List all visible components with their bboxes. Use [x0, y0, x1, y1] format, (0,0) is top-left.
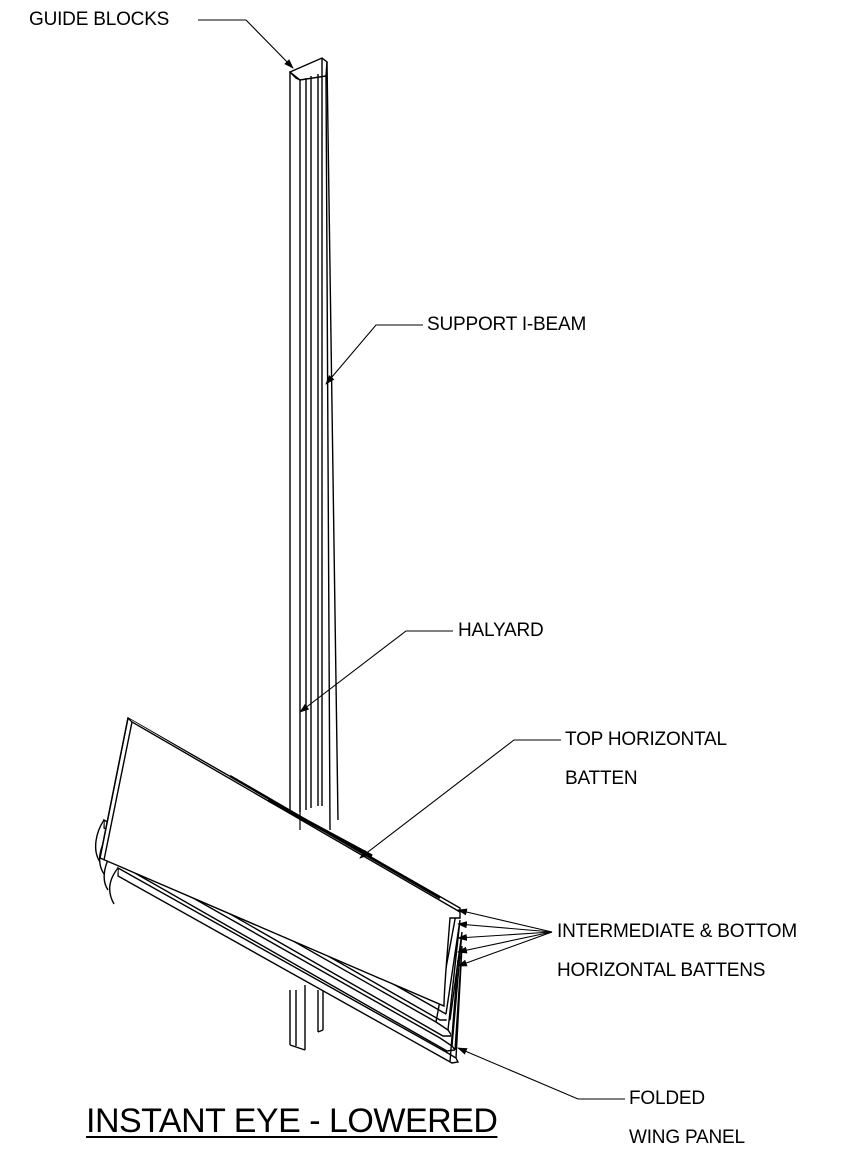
label-guide-blocks: GUIDE BLOCKS: [29, 9, 170, 30]
label-folded-line1: FOLDED: [629, 1088, 705, 1109]
label-support-ibeam: SUPPORT I-BEAM: [427, 314, 587, 335]
drawing-title: INSTANT EYE - LOWERED: [86, 1102, 498, 1140]
label-intermediate-line1: INTERMEDIATE & BOTTOM: [557, 921, 797, 942]
label-intermediate-line2: HORIZONTAL BATTENS: [557, 960, 766, 981]
batten-stack: [94, 716, 463, 1064]
label-top-batten-line2: BATTEN: [565, 768, 638, 789]
leader-lines: [198, 19, 625, 1100]
support-ibeam-mast: [288, 57, 339, 1051]
label-halyard: HALYARD: [458, 620, 544, 641]
label-folded-line2: WING PANEL: [629, 1127, 745, 1148]
label-top-batten-line1: TOP HORIZONTAL: [565, 729, 727, 750]
